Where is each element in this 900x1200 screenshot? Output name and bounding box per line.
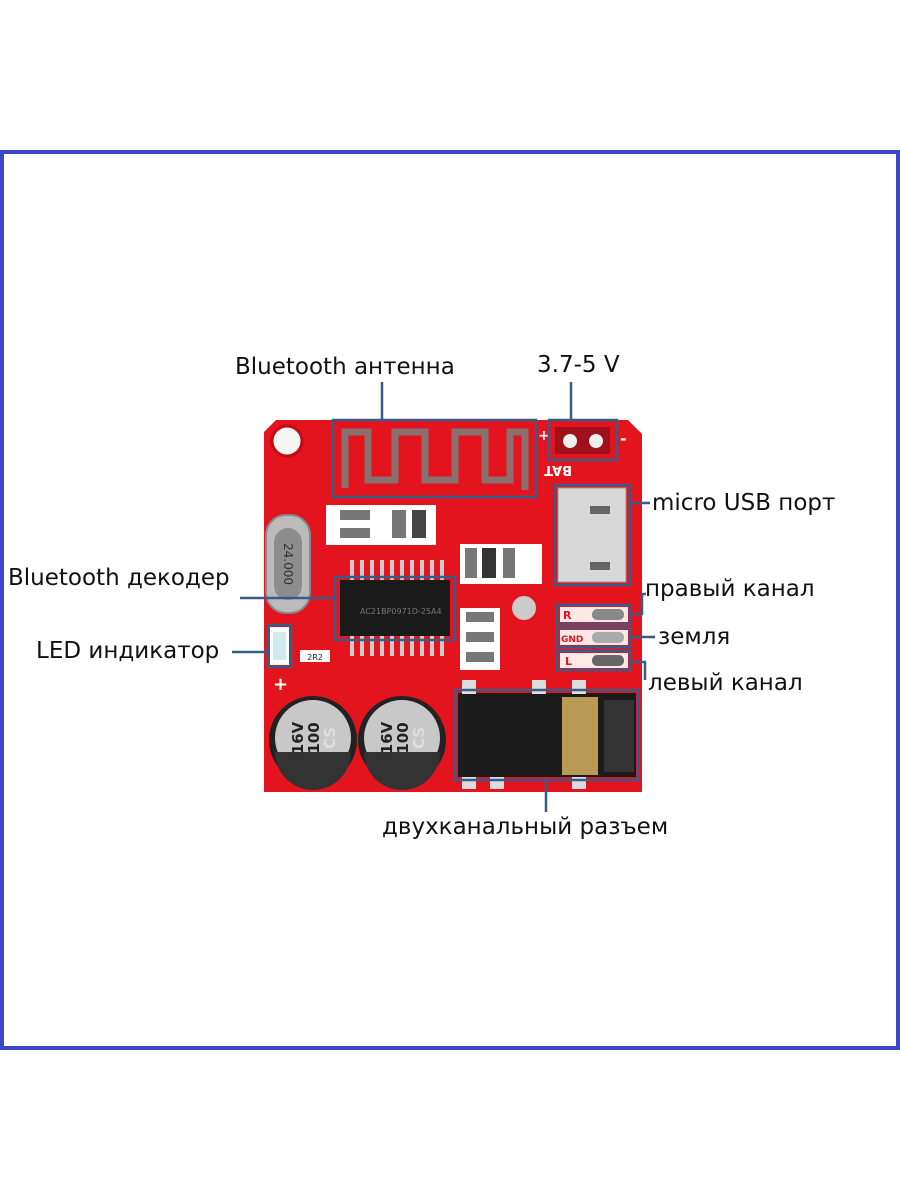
antenna-trace [341,428,529,490]
crystal-marking: 24.000 [281,543,295,585]
label-micro-usb: micro USB порт [652,490,836,516]
label-stereo-jack: двухканальный разъем [382,814,669,840]
cap1-voltage: 16V [289,721,307,754]
resistor-marking: 2R2 [307,653,323,662]
minus-marking: - [620,429,627,448]
cap2-brand: CS [410,727,428,749]
callout-boxes [232,382,655,812]
gnd-marking: GND [561,635,583,645]
label-left-channel: левый канал [648,670,803,696]
decoder-chip [340,580,450,636]
label-bluetooth-antenna: Bluetooth антенна [235,354,455,380]
plus-marking: + [273,674,288,695]
label-bluetooth-decoder: Bluetooth декодер [8,565,230,591]
resistor [300,650,330,662]
label-led-indicator: LED индикатор [36,638,220,664]
r-marking: R [563,609,572,622]
image-frame [0,150,900,1050]
bat-marking: BAT [544,462,572,477]
cap2-voltage: 16V [378,721,396,754]
pcb-board: BAT + - 24.000 AC21BP0971D-25A4 2R2 + R … [264,420,642,792]
chip-marking: AC21BP0971D-25A4 [360,607,442,616]
label-power-voltage: 3.7-5 V [537,352,620,378]
cap1-value: 100 [305,722,323,753]
label-right-channel: правый канал [645,576,815,602]
plus-pin-marking: + [538,428,550,444]
l-marking: L [565,655,572,668]
cap1-brand: CS [321,727,339,749]
cap2-value: 100 [394,722,412,753]
label-ground: земля [658,624,731,650]
